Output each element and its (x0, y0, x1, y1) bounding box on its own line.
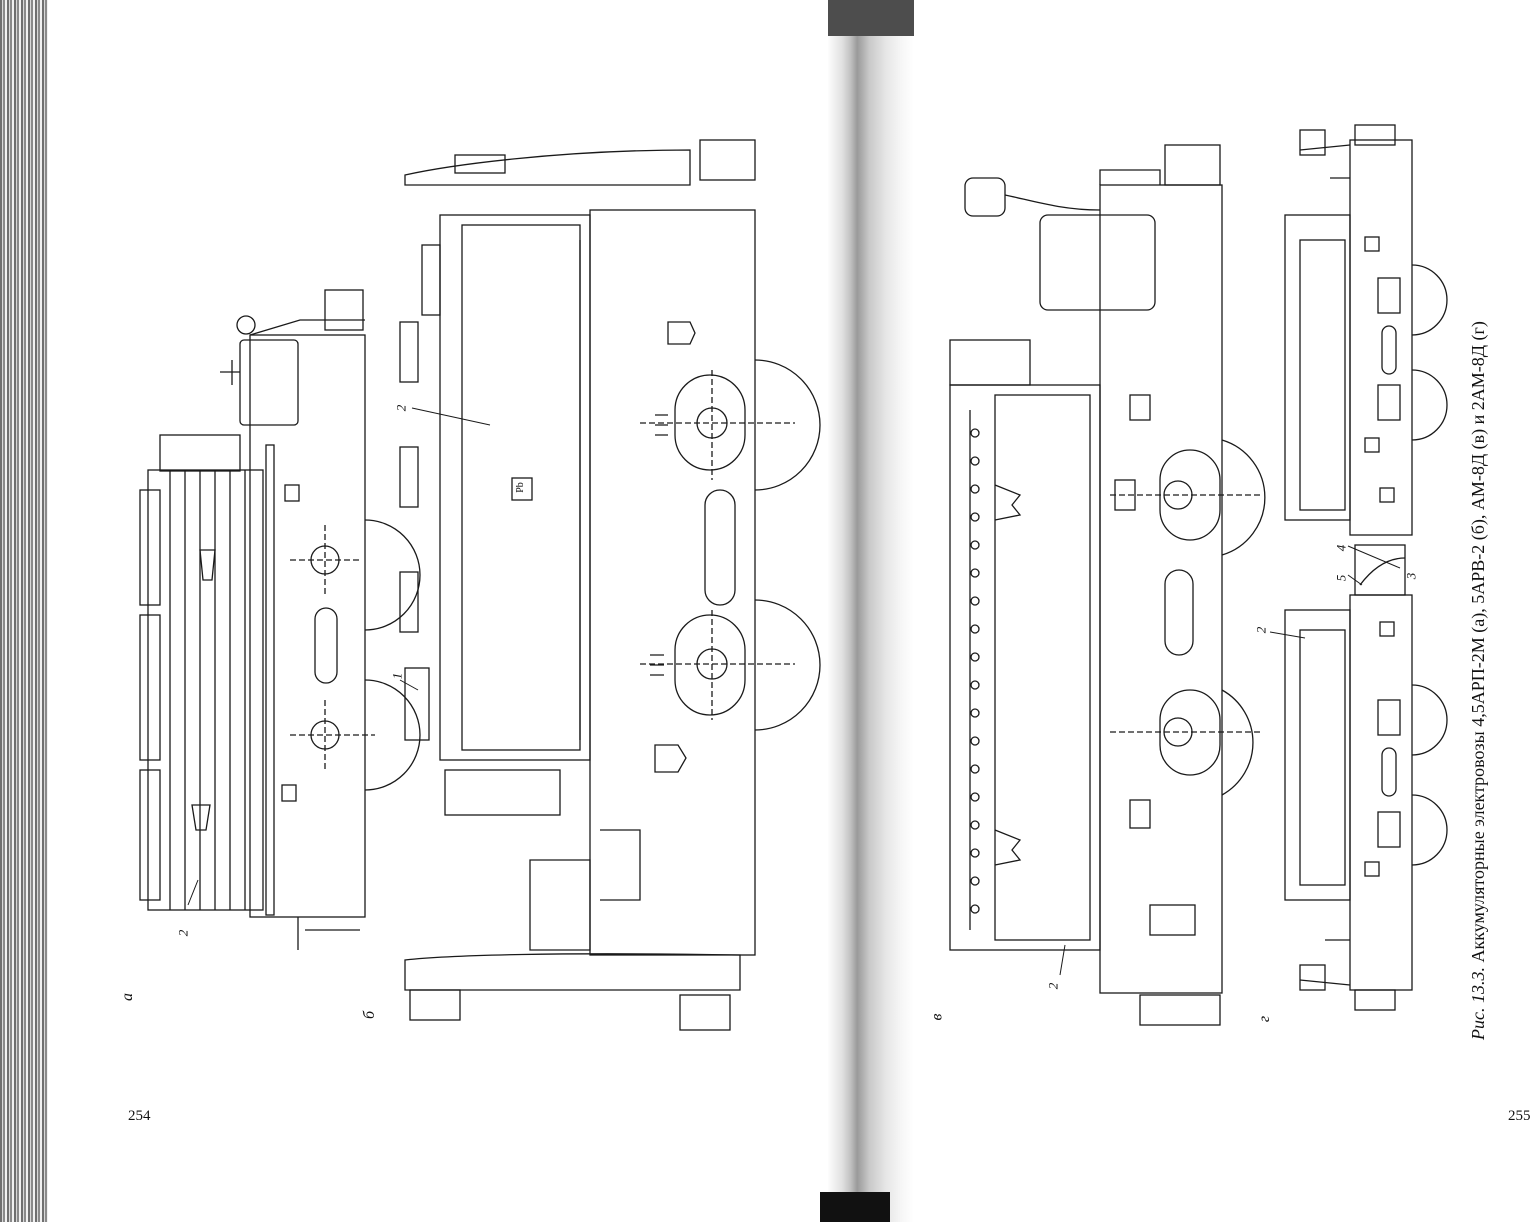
figure-caption: Рис. 13.3. Аккумуляторные электровозы 4,… (1468, 100, 1494, 1040)
callout-a-2: 2 (175, 930, 191, 937)
page-number-right: 255 (1508, 1108, 1531, 1125)
view-label-b: б (361, 1011, 379, 1019)
callout-g-3: 3 (1403, 573, 1419, 580)
caption-prefix: Рис. (1468, 1008, 1488, 1040)
callout-b-1: 1 (389, 673, 405, 680)
caption-figure-number: 13.3. (1468, 967, 1488, 1003)
callout-g-2: 2 (1253, 627, 1269, 634)
callout-g-5: 5 (1333, 575, 1349, 582)
view-label-v: в (928, 1014, 946, 1021)
view-label-a: а (119, 993, 137, 1001)
leader-lines (188, 408, 1400, 975)
view-label-g: г (1256, 1016, 1274, 1022)
drawing-v (950, 145, 1265, 1025)
callout-g-4: 4 (1333, 545, 1349, 552)
drawing-a (140, 290, 420, 950)
page-number-left: 254 (128, 1108, 151, 1125)
callout-v-2: 2 (1045, 983, 1061, 990)
callout-b-2: 2 (393, 405, 409, 412)
callout-b-pb: Pb (515, 482, 526, 493)
drawing-g (1285, 125, 1447, 1010)
caption-text: Аккумуляторные электровозы 4,5АРП-2М (а)… (1468, 321, 1488, 962)
drawing-b (400, 140, 820, 1030)
